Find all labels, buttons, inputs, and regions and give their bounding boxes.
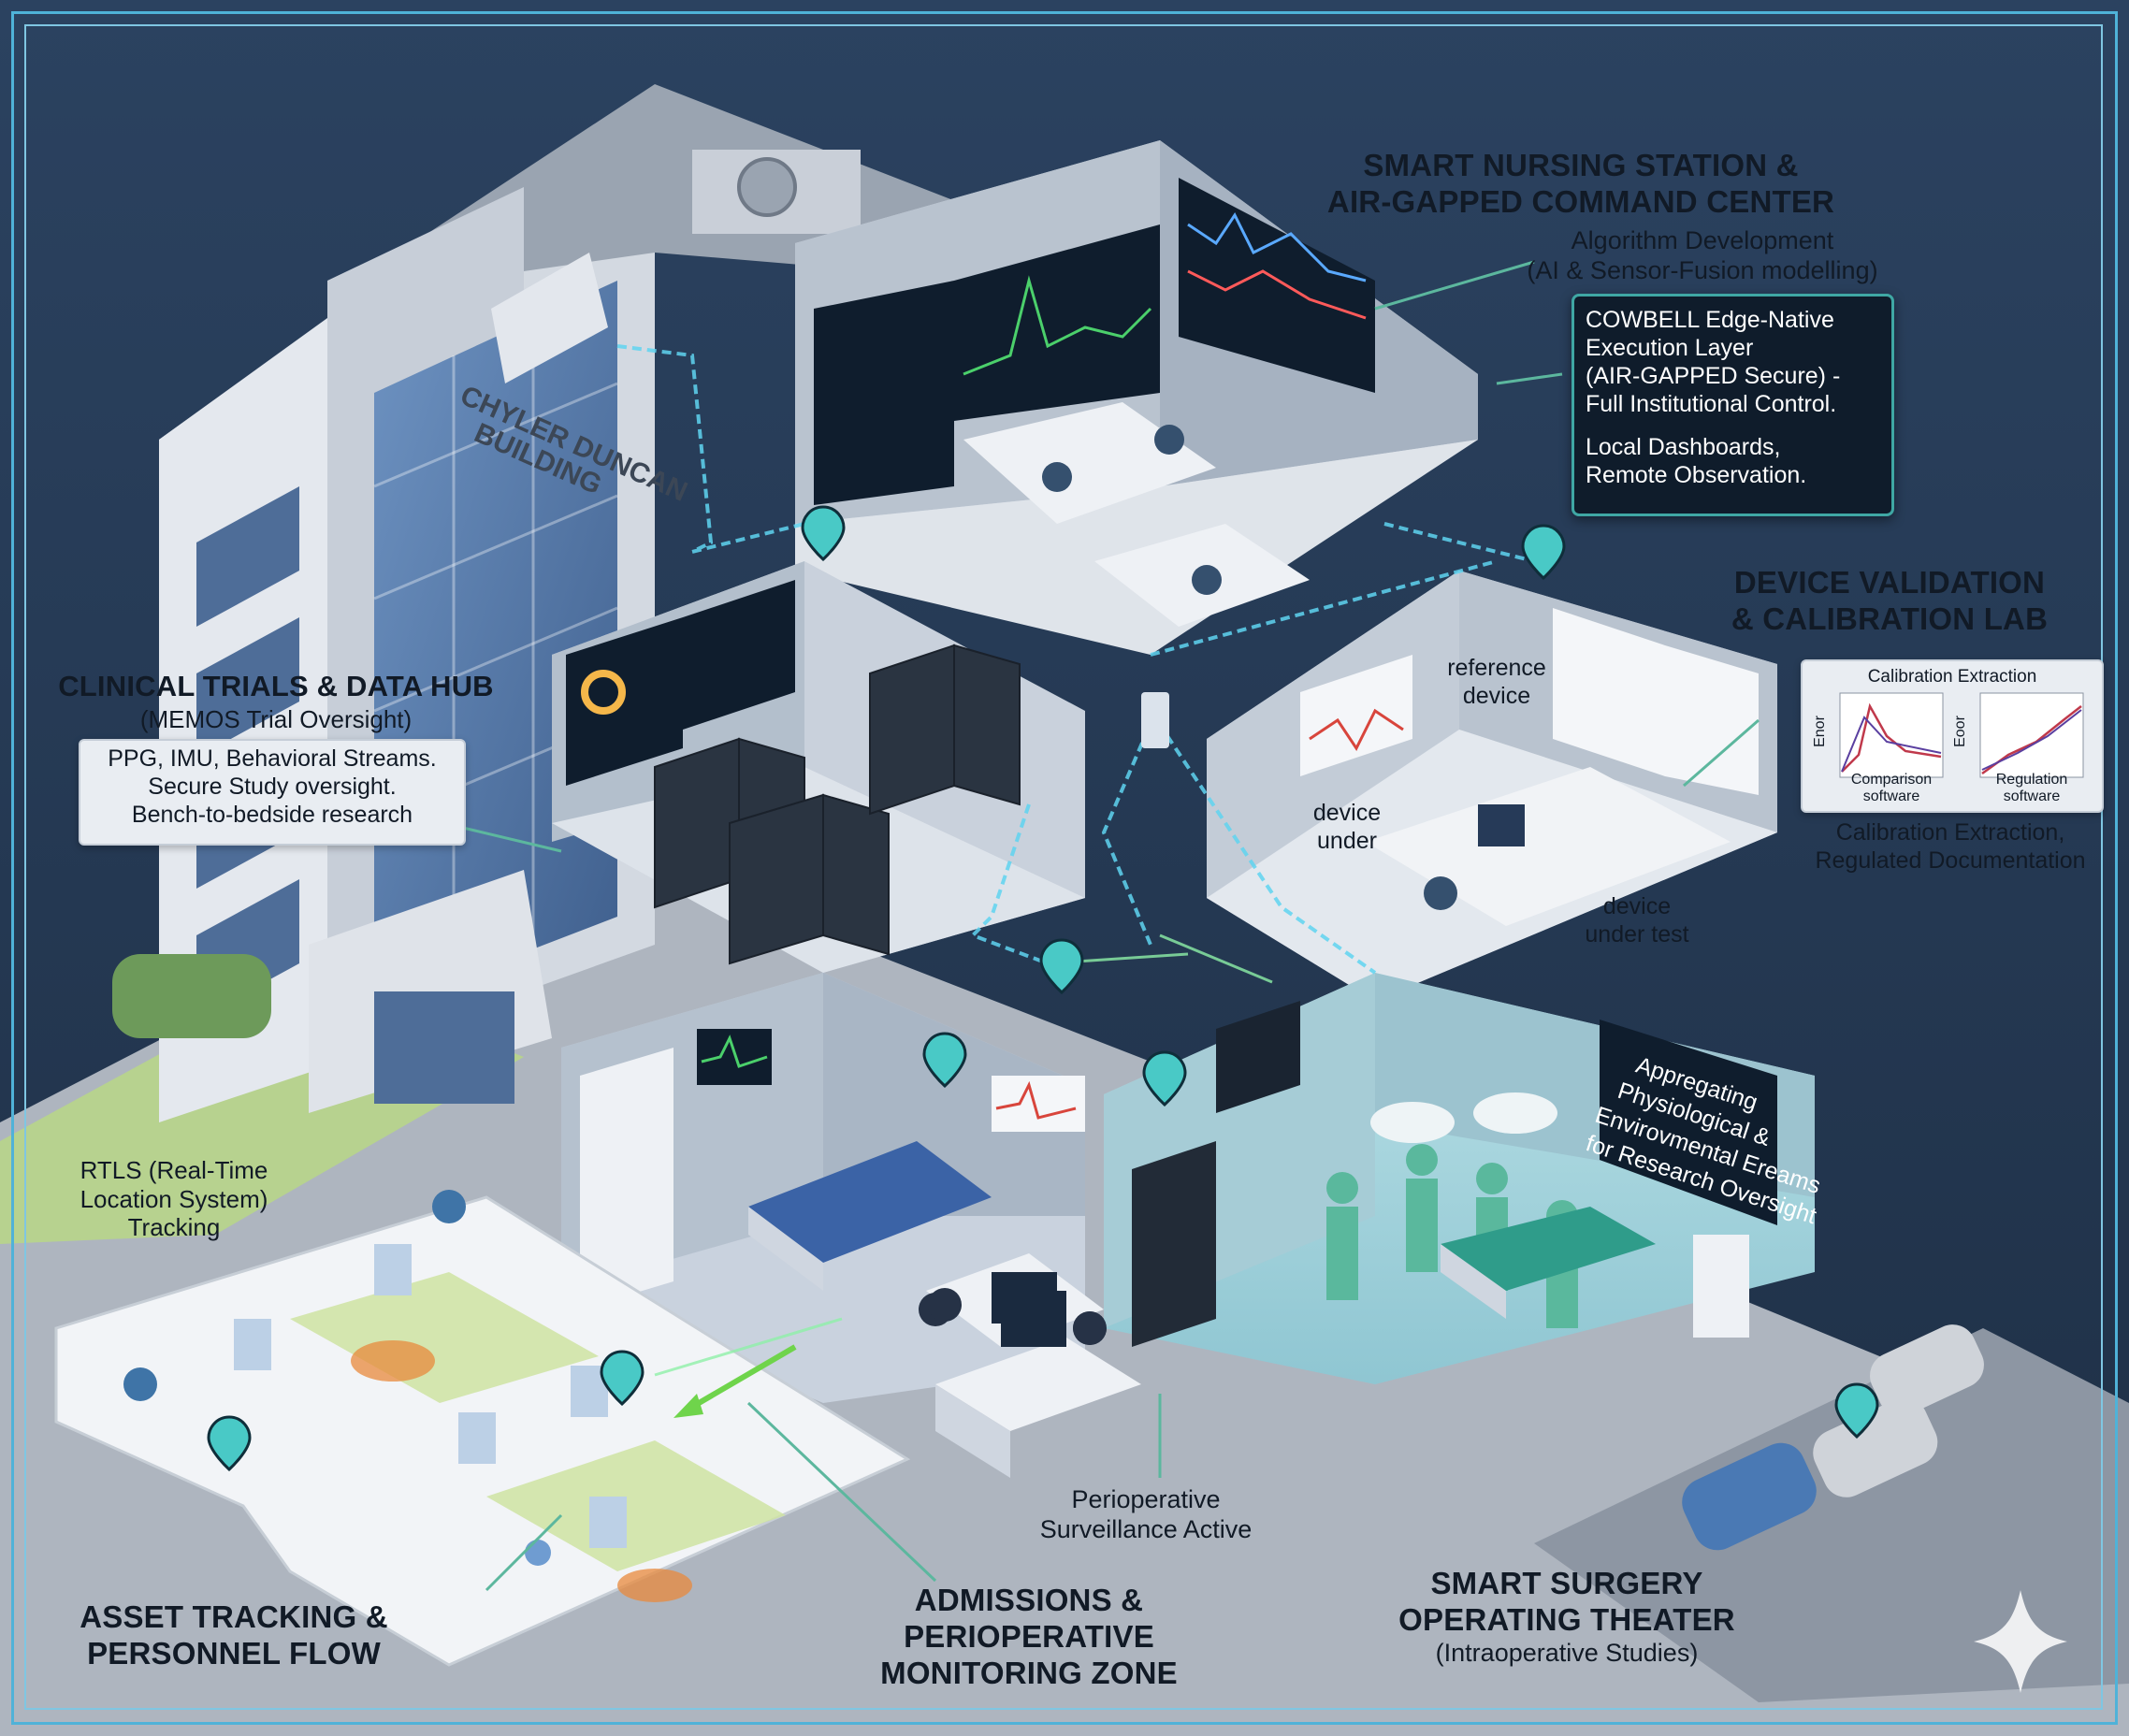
clinical-line2: Secure Study oversight. — [148, 774, 397, 800]
location-pin-icon — [207, 505, 1879, 1472]
device-under-label: device under — [1312, 800, 1382, 854]
parking-lot — [1534, 1328, 2129, 1702]
flow-arrow — [681, 1344, 797, 1415]
clinical-trials-title: CLINICAL TRIALS & DATA HUB — [58, 670, 494, 702]
cowbell-line1: COWBELL Edge-Native — [1586, 307, 1834, 333]
nursing-station-room — [795, 140, 1478, 655]
parked-cars — [1682, 1324, 1984, 1551]
calibration-panel-title: Calibration Extraction — [1867, 667, 2037, 687]
reference-device-label: reference device — [1447, 655, 1546, 709]
flow-arrow-head — [673, 1394, 703, 1418]
nursing-station-title: SMART NURSING STATION & AIR-GAPPED COMMA… — [1326, 148, 1835, 219]
sparkle-icon — [1974, 1590, 2067, 1693]
perioperative-label: Perioperative Surveillance Active — [1039, 1485, 1253, 1543]
device-under-test-label: device under test — [1585, 893, 1689, 948]
calibration-caption: Calibration Extraction, Regulated Docume… — [1815, 819, 2086, 874]
leader-lines — [462, 260, 1760, 1592]
surgery-subtitle: (Intraoperative Studies) — [1435, 1639, 1699, 1667]
calibration-axis-right: Eoor — [1951, 716, 1968, 747]
device-validation-room — [1207, 571, 1777, 1001]
clinical-trials-room — [552, 561, 1085, 973]
network-switch — [1141, 692, 1169, 748]
clinical-trials-subtitle: (MEMOS Trial Oversight) — [139, 705, 413, 733]
cowbell-line2: Execution Layer — [1586, 335, 1754, 361]
clinical-trials-panel: PPG, IMU, Behavioral Streams. Secure Stu… — [79, 739, 466, 846]
cowbell-line5: Local Dashboards, — [1586, 434, 1781, 460]
chart2-caption: Regulation software — [1995, 772, 2068, 805]
calibration-mini-charts — [1839, 692, 2084, 778]
surgery-room — [1104, 973, 1815, 1384]
device-lab-title: DEVICE VALIDATION & CALIBRATION LAB — [1731, 565, 2049, 636]
clinical-line3: Bench-to-bedside research — [131, 802, 413, 828]
rtls-floor-plan — [54, 1190, 911, 1667]
algorithm-development-label: Algorithm Development (AI & Sensor-Fusio… — [1527, 226, 1878, 284]
rtls-label: RTLS (Real-Time Location System) Trackin… — [80, 1156, 268, 1242]
chart1-caption: Comparison software — [1850, 772, 1933, 805]
network-lines — [616, 344, 1535, 975]
cowbell-line3: (AIR-GAPPED Secure) - — [1586, 363, 1841, 389]
cowbell-panel: COWBELL Edge-Native Execution Layer (AIR… — [1571, 294, 1894, 516]
cowbell-line4: Full Institutional Control. — [1586, 391, 1837, 417]
asset-tracking-title: ASSET TRACKING & PERSONNEL FLOW — [80, 1599, 388, 1671]
admin-desk — [928, 1288, 1141, 1478]
admissions-title: ADMISSIONS & PERIOPERATIVE MONITORING ZO… — [880, 1583, 1178, 1690]
surgery-title: SMART SURGERY OPERATING THEATER — [1398, 1566, 1735, 1637]
clinical-line1: PPG, IMU, Behavioral Streams. — [108, 745, 437, 772]
calibration-panel: Calibration Extraction Enor Eoor Compari… — [1801, 659, 2104, 813]
calibration-axis-left: Enor — [1811, 716, 1828, 747]
cowbell-line6: Remote Observation. — [1586, 462, 1807, 488]
